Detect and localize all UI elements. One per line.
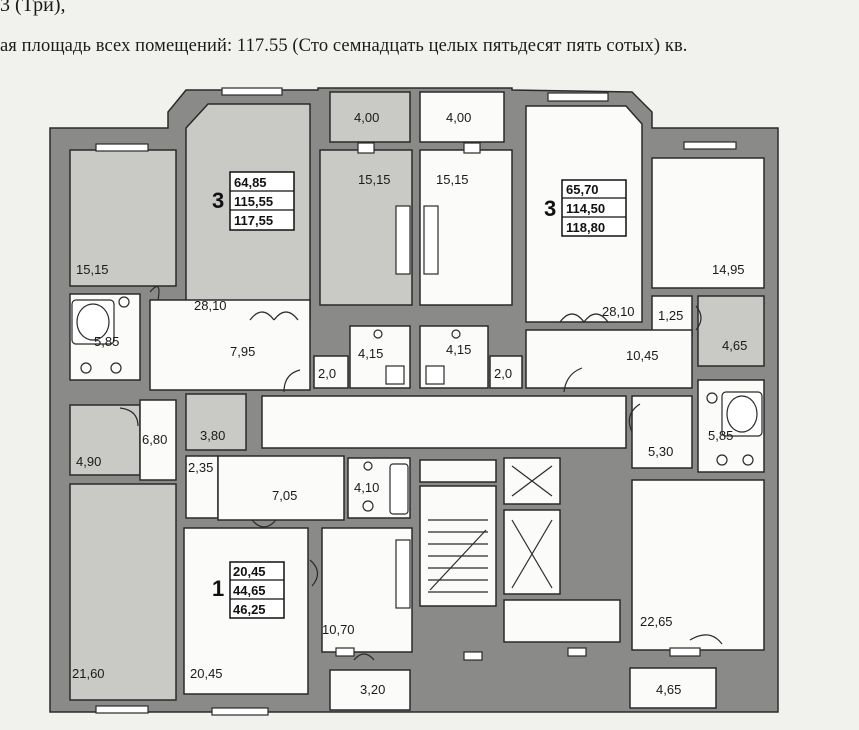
label-4-15-a: 4,15 [358,346,383,361]
label-4-00-b: 4,00 [446,110,471,125]
label-4-15-b: 4,15 [446,342,471,357]
door-swings [119,285,723,661]
fixtures [71,205,763,609]
apt-small-total: 46,25 [233,602,266,617]
hall-7-05 [217,455,345,521]
service-room [503,599,621,643]
label-2-0-a: 2,0 [318,366,336,381]
room-6-80 [139,399,177,481]
apt-right-total-wo: 114,50 [566,201,605,216]
stair-lines [428,519,488,593]
label-28-10-right: 28,10 [602,304,635,319]
label-5-85-right: 5,85 [708,428,733,443]
label-22-65: 22,65 [640,614,673,629]
apt-small-room-count: 1 [212,576,224,601]
room-4-00-a [329,91,411,143]
label-2-0-b: 2,0 [494,366,512,381]
label-2-35: 2,35 [188,460,213,475]
apt-left-total-wo: 115,55 [234,194,273,209]
apt-right-total: 118,80 [566,220,605,235]
label-7-95: 7,95 [230,344,255,359]
label-7-05: 7,05 [272,488,297,503]
label-15-15-mid-a: 15,15 [358,172,391,187]
balcony-4-65-b [629,667,717,709]
label-15-15-left: 15,15 [76,262,109,277]
label-1-25: 1,25 [658,308,683,323]
apt-right-living: 65,70 [566,182,599,197]
lift-shaft-top [503,457,561,505]
label-4-65-a: 4,65 [722,338,747,353]
label-4-00-a: 4,00 [354,110,379,125]
label-3-80: 3,80 [200,428,225,443]
apartment-box-small: 1 20,45 44,65 46,25 [212,561,285,619]
corridor-7-95 [149,299,311,391]
lift-shaft-bottom [503,509,561,595]
room-2-0-b [489,355,523,389]
room-labels: 15,15 28,10 5,85 7,95 4,90 6,80 3,80 21,… [72,110,747,697]
apt-small-total-wo: 44,65 [233,583,266,598]
room-2-0-a [313,355,349,389]
label-10-45: 10,45 [626,348,659,363]
label-14-95: 14,95 [712,262,745,277]
label-10-70: 10,70 [322,622,355,637]
balcony-3-20 [329,669,411,711]
label-4-90: 4,90 [76,454,101,469]
label-28-10-left: 28,10 [194,298,227,313]
apt-left-living: 64,85 [234,175,267,190]
label-4-10: 4,10 [354,480,379,495]
room-14-95 [651,157,765,289]
room-15-15-left [69,149,177,287]
header-line-2: ая площадь всех помещений: 117.55 (Сто с… [0,36,688,56]
windows [95,87,737,716]
corridor-10-45 [525,329,693,389]
room-22-65 [631,479,765,651]
room-4-00-b [419,91,505,143]
room-3-80 [185,393,247,451]
label-5-30: 5,30 [648,444,673,459]
label-21-60: 21,60 [72,666,105,681]
label-5-85-left: 5,85 [94,334,119,349]
label-6-80: 6,80 [142,432,167,447]
lift-marks [511,465,553,589]
elevator-hall [261,395,627,449]
apt-small-living: 20,45 [233,564,266,579]
apt-left-room-count: 3 [212,188,224,213]
apartment-box-right: 3 65,70 114,50 118,80 [544,179,627,237]
label-4-65-b: 4,65 [656,682,681,697]
label-3-20: 3,20 [360,682,385,697]
room-21-60 [69,483,177,701]
room-4-65-a [697,295,765,367]
apt-left-total: 117,55 [234,213,273,228]
header-line-1: 3 (Три), [0,0,66,16]
label-15-15-mid-b: 15,15 [436,172,469,187]
label-20-45: 20,45 [190,666,223,681]
apartment-box-left: 3 64,85 115,55 117,55 [212,171,295,231]
room-4-90 [69,404,141,476]
apt-right-room-count: 3 [544,196,556,221]
stairwell [419,485,497,607]
stair-landing [419,459,497,483]
room-5-30 [631,395,693,469]
